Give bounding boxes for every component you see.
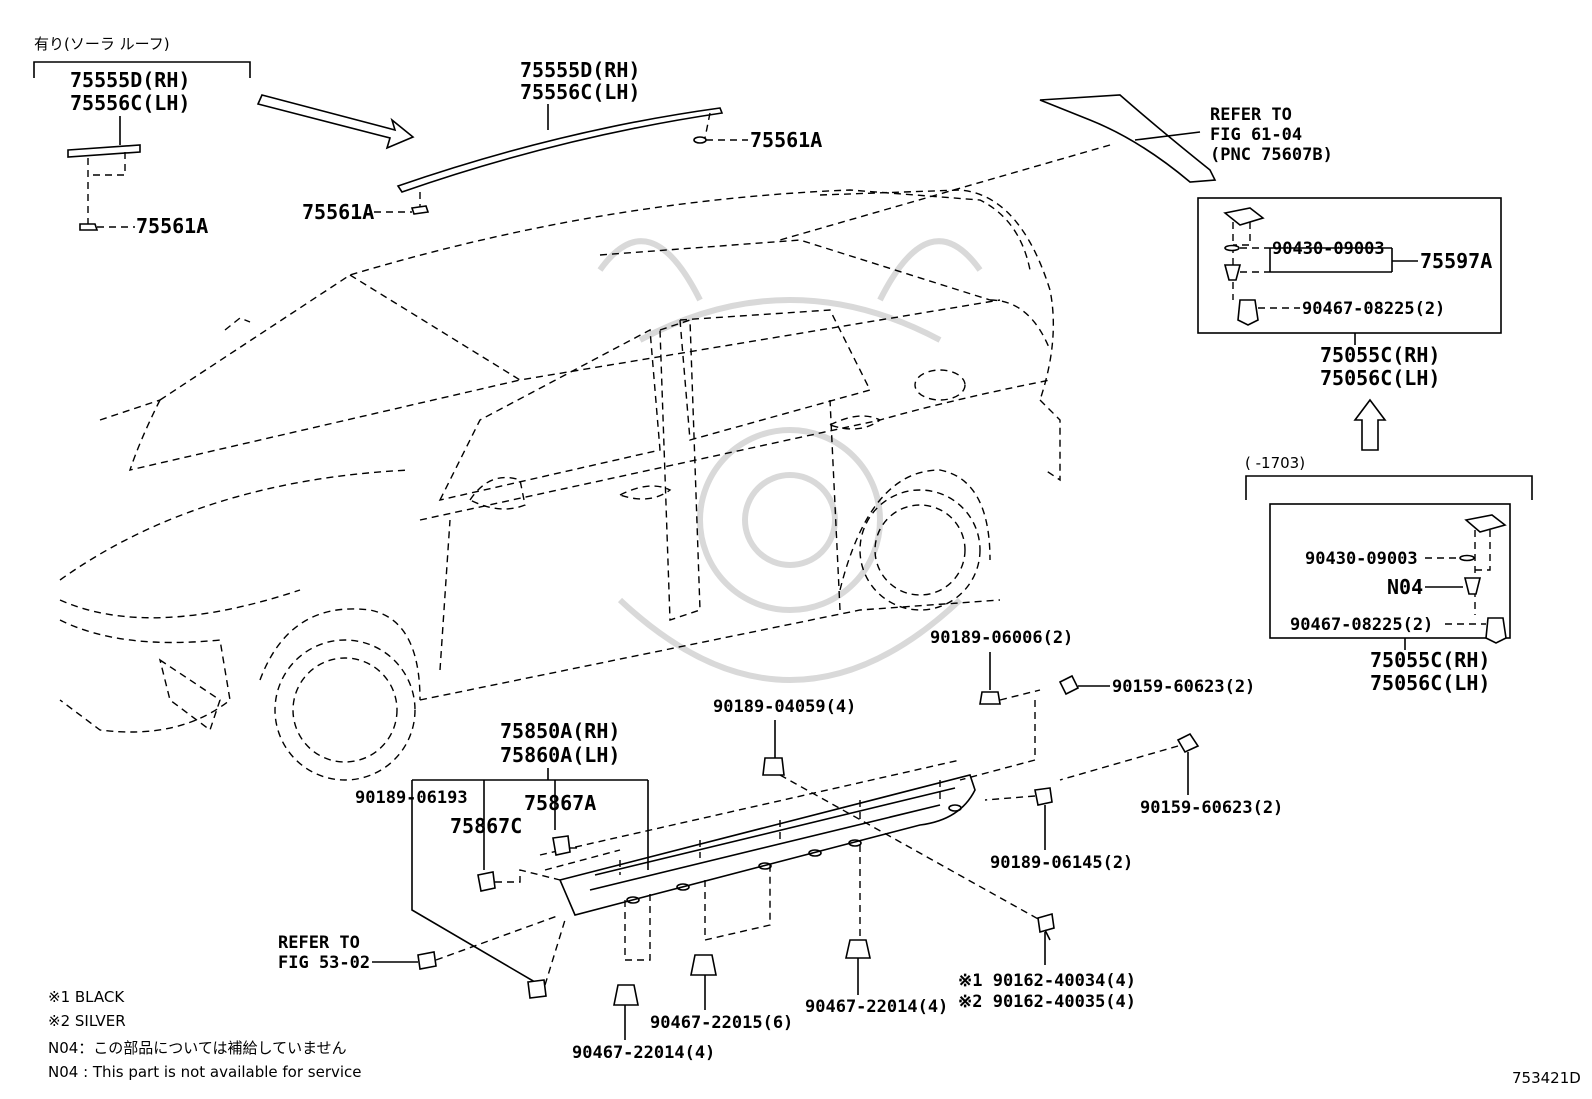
car-outline — [59, 189, 1061, 781]
legend-notes: ※1 BLACK ※2 SILVER N04：この部品については補給していません… — [48, 988, 362, 1081]
label-75561a-right: 75561A — [750, 128, 822, 152]
clip-part — [79, 223, 99, 231]
label-screw-90162-40035: ※2 90162-40035(4) — [958, 992, 1136, 1012]
label-screw-90162-40034: ※1 90162-40034(4) — [958, 971, 1136, 991]
label-top-rh: 75555D(RH) — [520, 58, 640, 82]
label-90159-60623-top: 90159-60623(2) — [1112, 677, 1255, 697]
solar-roof-note: 有り(ソーラ ルーフ) — [34, 35, 170, 53]
arrow-icon — [256, 94, 415, 150]
note-n04-en: N04 : This part is not available for ser… — [48, 1063, 362, 1081]
refer-pnc-label: (PNC 75607B) — [1210, 145, 1333, 165]
refer-fig-label-2: FIG 53-02 — [278, 953, 370, 973]
up-arrow-icon — [1353, 398, 1387, 451]
box1-label-lh: 75056C(LH) — [1320, 366, 1440, 390]
label-90189-06006: 90189-06006(2) — [930, 628, 1073, 648]
label-90467-22015: 90467-22015(6) — [650, 1013, 793, 1033]
note-silver: ※2 SILVER — [48, 1012, 126, 1030]
box1-part-90430: 90430-09003 — [1272, 239, 1385, 259]
parts-box-2: ( -1703) 90430-09003 N04 90467-08225(2) … — [1245, 454, 1533, 695]
refer-to-label: REFER TO — [1210, 105, 1292, 125]
label-90189-04059: 90189-04059(4) — [713, 697, 856, 717]
note-black: ※1 BLACK — [48, 988, 125, 1006]
box1-part-75597a: 75597A — [1420, 249, 1492, 273]
box2-label-lh: 75056C(LH) — [1370, 671, 1490, 695]
note-n04-jp: N04：この部品については補給していません — [48, 1039, 347, 1057]
rocker-moulding-part — [558, 774, 976, 916]
spoiler-part — [1039, 94, 1217, 183]
watermark-emblem — [597, 238, 983, 683]
box2-part-90467: 90467-08225(2) — [1290, 615, 1433, 635]
label-top-lh: 75556C(LH) — [520, 80, 640, 104]
label-75867c: 75867C — [450, 814, 522, 838]
box2-part-n04: N04 — [1387, 575, 1423, 599]
roof-moulding-part — [67, 144, 141, 158]
label-90467-22014-center: 90467-22014(4) — [805, 997, 948, 1017]
label-90159-60623-right: 90159-60623(2) — [1140, 798, 1283, 818]
spoiler-group: REFER TO FIG 61-04 (PNC 75607B) — [779, 94, 1333, 241]
label-75850a-rh: 75850A(RH) — [500, 719, 620, 743]
label-90189-06193: 90189-06193 — [355, 788, 468, 808]
label-75561a-left: 75561A — [136, 214, 208, 238]
label-75556c-lh: 75556C(LH) — [70, 91, 190, 115]
box2-part-90430: 90430-09003 — [1305, 549, 1418, 569]
label-90467-22014-left: 90467-22014(4) — [572, 1043, 715, 1063]
range-label: ( -1703) — [1245, 454, 1305, 472]
top-left-group: 有り(ソーラ ルーフ) 75555D(RH) 75556C(LH) 75561A — [33, 35, 415, 238]
label-75860a-lh: 75860A(LH) — [500, 743, 620, 767]
label-75867a: 75867A — [524, 791, 596, 815]
parts-box-1: 90430-09003 75597A 90467-08225(2) 75055C… — [1197, 197, 1502, 451]
top-center-group: 75555D(RH) 75556C(LH) 75561A 75561A — [302, 58, 822, 224]
box1-part-90467: 90467-08225(2) — [1302, 299, 1445, 319]
refer-fig-label: FIG 61-04 — [1210, 125, 1302, 145]
label-75555d-rh: 75555D(RH) — [70, 68, 190, 92]
box2-label-rh: 75055C(RH) — [1370, 648, 1490, 672]
roof-drip-moulding — [396, 107, 724, 193]
refer-to-label-2: REFER TO — [278, 933, 360, 953]
label-90189-06145: 90189-06145(2) — [990, 853, 1133, 873]
label-75561a-center: 75561A — [302, 200, 374, 224]
diagram-id: 753421D — [1512, 1069, 1581, 1087]
box1-label-rh: 75055C(RH) — [1320, 343, 1440, 367]
rocker-panel-group: 90189-06006(2) 90159-60623(2) 90189-0405… — [278, 628, 1283, 1063]
